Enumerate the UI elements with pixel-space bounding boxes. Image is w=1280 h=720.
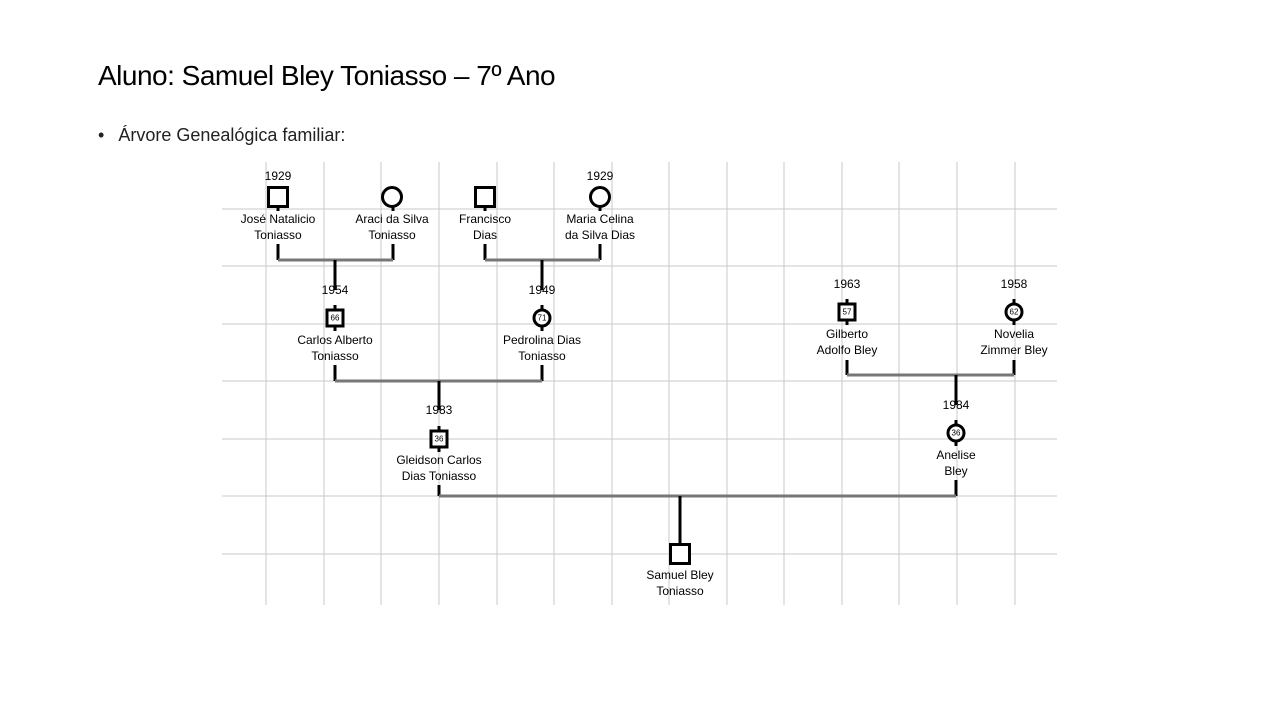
person-name-line: Toniasso xyxy=(656,584,704,598)
birth-year: 1963 xyxy=(833,277,861,291)
person-name-line: Francisco xyxy=(458,212,512,226)
age-badge: 36 xyxy=(951,428,961,438)
female-circle-icon xyxy=(589,186,611,208)
person-name-line: Novelia xyxy=(993,327,1035,341)
birth-year: 1958 xyxy=(1000,277,1028,291)
birth-year: 1929 xyxy=(586,169,614,183)
birth-year: 1949 xyxy=(528,283,556,297)
female-circle-icon xyxy=(946,423,966,443)
male-square-icon xyxy=(837,302,857,322)
person-name-line: Anelise xyxy=(936,448,976,462)
person-name-line: Toniasso xyxy=(518,349,566,363)
person-name-line: Dias xyxy=(472,228,498,242)
bullet-text: Árvore Genealógica familiar: xyxy=(118,125,346,145)
bullet-item: • Árvore Genealógica familiar: xyxy=(98,125,345,146)
person-name-line: da Silva Dias xyxy=(564,228,636,242)
person-name-line: Pedrolina Dias xyxy=(502,333,582,347)
birth-year: 1983 xyxy=(425,403,453,417)
person-name-line: Gilberto xyxy=(825,327,869,341)
age-badge: 36 xyxy=(434,434,444,444)
age-badge: 57 xyxy=(842,307,852,317)
birth-year: 1984 xyxy=(942,398,970,412)
person-name-line: Samuel Bley xyxy=(646,568,714,582)
person-name-line: Dias Toniasso xyxy=(401,469,477,483)
person-name-line: José Natalicio xyxy=(240,212,316,226)
age-badge: 66 xyxy=(330,313,340,323)
person-name-line: Zimmer Bley xyxy=(980,343,1048,357)
person-name-line: Carlos Alberto xyxy=(297,333,373,347)
male-square-icon xyxy=(669,543,691,565)
female-circle-icon xyxy=(532,308,552,328)
person-name-line: Araci da Silva xyxy=(355,212,429,226)
person-name-line: Gleidson Carlos xyxy=(396,453,482,467)
person-name-line: Bley xyxy=(944,464,968,478)
person-name-line: Adolfo Bley xyxy=(816,343,878,357)
male-square-icon xyxy=(429,429,449,449)
birth-year: 1954 xyxy=(321,283,349,297)
male-square-icon xyxy=(267,186,289,208)
person-name-line: Toniasso xyxy=(368,228,416,242)
person-name: Maria Celina da Silva Dias xyxy=(565,211,635,243)
person-name-line: Maria Celina xyxy=(566,212,634,226)
person-name-line: Toniasso xyxy=(311,349,359,363)
female-circle-icon xyxy=(1004,302,1024,322)
bullet-icon: • xyxy=(98,125,105,145)
male-square-icon xyxy=(474,186,496,208)
age-badge: 62 xyxy=(1009,307,1019,317)
person-name-line: Toniasso xyxy=(254,228,302,242)
slide-title: Aluno: Samuel Bley Toniasso – 7º Ano xyxy=(98,60,556,91)
age-badge: 71 xyxy=(537,313,547,323)
birth-year: 1929 xyxy=(264,169,292,183)
male-square-icon xyxy=(325,308,345,328)
female-circle-icon xyxy=(381,186,403,208)
